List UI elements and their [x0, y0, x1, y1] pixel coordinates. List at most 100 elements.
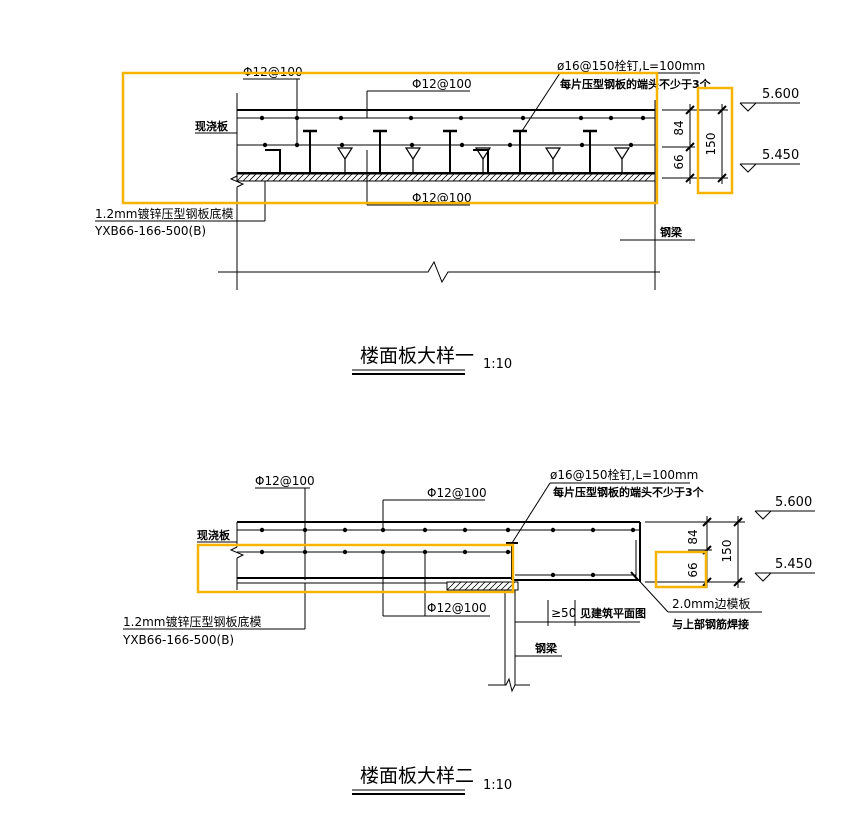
hatch-line: [356, 173, 365, 182]
dim-66: 66: [686, 562, 700, 577]
hatch-line: [488, 173, 497, 182]
hatch-line: [452, 173, 461, 182]
hatch-line: [242, 173, 251, 182]
beam-flange-hatch: [236, 173, 653, 182]
hatch-line: [482, 581, 492, 591]
hatch-line: [428, 173, 437, 182]
hatch-line: [566, 173, 575, 182]
deck-model-label: YXB66-166-500(B): [94, 224, 206, 238]
floor-slab-detail-1: Φ12@100 Φ12@100 ø16@150栓钉,L=100mm 每片压型钢板…: [94, 58, 800, 375]
hatch-line: [272, 173, 281, 182]
dim-tick: [685, 142, 695, 152]
hatch-line: [560, 173, 569, 182]
rebar-dot: [505, 527, 511, 533]
edge-form-leader: [633, 574, 669, 613]
hatch-line: [494, 581, 504, 591]
hatch-line: [410, 173, 419, 182]
hatch-line: [446, 581, 456, 591]
deck-rib: [544, 147, 562, 161]
highlight-box-dimensions: [696, 86, 734, 195]
deck-spec-label: 1.2mm镀锌压型钢板底模: [123, 614, 261, 629]
steel-beam-label: 钢梁: [535, 641, 558, 655]
hatch-line: [326, 173, 335, 182]
detail-title: 楼面板大样一: [360, 345, 474, 367]
hatch-line: [608, 173, 617, 182]
rebar-dot: [422, 527, 428, 533]
dim-84: 84: [672, 120, 686, 135]
hatch-line: [338, 173, 347, 182]
rebar-dot: [259, 115, 265, 121]
dim-150: 150: [704, 133, 718, 156]
hatch-line: [458, 581, 468, 591]
hatch-line: [494, 173, 503, 182]
detail-scale: 1:10: [483, 357, 512, 372]
rebar-dot: [409, 142, 415, 148]
hatch-line: [302, 173, 311, 182]
highlight-box-slab: [121, 71, 659, 205]
beam-flange-hatch: [446, 581, 516, 591]
dim-150: 150: [720, 540, 734, 563]
hatch-line: [536, 173, 545, 182]
hatch-line: [236, 173, 245, 182]
hatch-line: [308, 173, 317, 182]
bottom-rebar-label: Φ12@100: [412, 191, 472, 205]
hatch-line: [476, 173, 485, 182]
dim-tick: [717, 105, 727, 115]
deck-hook-middle: [473, 149, 489, 172]
dim-tick: [685, 173, 695, 183]
min-dim-note: 见建筑平面图: [580, 606, 646, 620]
hatch-line: [374, 173, 383, 182]
bottom-rebar-label: Φ12@100: [427, 601, 487, 615]
deck-rib: [336, 147, 354, 161]
elevation-bottom-label: 5.450: [775, 557, 812, 572]
hatch-line: [488, 581, 498, 591]
elevation-bottom-label: 5.450: [762, 148, 799, 163]
stud-note-label: 每片压型钢板的端头不少于3个: [553, 485, 705, 499]
rebar-dot: [628, 142, 634, 148]
hatch-line: [596, 173, 605, 182]
left-break-symbol: [229, 175, 245, 188]
deck-rib: [474, 147, 492, 161]
beam-top-flange: [446, 581, 519, 591]
rebar-dots: [259, 115, 646, 148]
elevation-top-marker: [739, 102, 757, 112]
beam-break-symbol: [488, 677, 530, 693]
hatch-line: [476, 581, 486, 591]
stud-note-label: 每片压型钢板的端头不少于3个: [560, 77, 712, 91]
stud-leader: [521, 72, 561, 132]
rebar-dot: [259, 527, 265, 533]
deck-hook-left: [265, 149, 281, 172]
detail-title: 楼面板大样二: [360, 765, 474, 787]
dim-tick: [733, 577, 743, 587]
deck-spec-label: 1.2mm镀锌压型钢板底模: [95, 206, 233, 221]
deck-ribs: [336, 147, 631, 173]
rebar-dot: [608, 115, 614, 121]
hatch-line: [278, 173, 287, 182]
hatch-line: [632, 173, 641, 182]
rebar-dot: [462, 549, 468, 555]
deck-rib: [404, 147, 422, 161]
deck-model-label: YXB66-166-500(B): [122, 633, 234, 647]
hatch-line: [602, 173, 611, 182]
hatch-line: [572, 173, 581, 182]
rebar-dot: [505, 549, 511, 555]
hatch-line: [368, 173, 377, 182]
hatch-line: [542, 173, 551, 182]
hatch-line: [404, 173, 413, 182]
hatch-line: [290, 173, 299, 182]
dim-tick: [685, 105, 695, 115]
hatch-line: [398, 173, 407, 182]
hatch-line: [320, 173, 329, 182]
floor-slab-detail-2: Φ12@100 Φ12@100 ø16@150栓钉,L=100mm 每片压型钢板…: [122, 467, 815, 795]
rebar-dot: [342, 549, 348, 555]
hatch-line: [524, 173, 533, 182]
hatch-line: [620, 173, 629, 182]
hatch-line: [296, 173, 305, 182]
hatch-line: [470, 581, 480, 591]
stud-spec-label: ø16@150栓钉,L=100mm: [557, 58, 705, 73]
steel-beam-line: [218, 260, 660, 284]
rebar-dot: [459, 142, 465, 148]
hatch-line: [464, 173, 473, 182]
top-left-rebar-label: Φ12@100: [255, 474, 315, 488]
dim-tick: [702, 517, 712, 527]
